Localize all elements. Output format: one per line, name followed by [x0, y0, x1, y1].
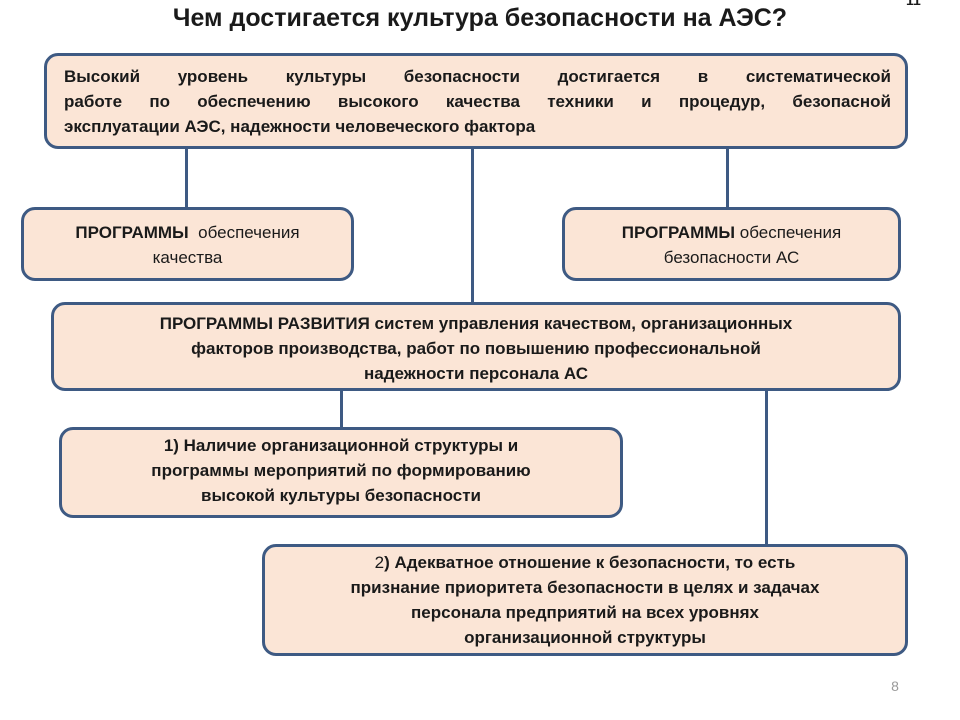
page-number: 8 — [891, 678, 899, 694]
item-2-line-2: признание приоритета безопасности в целя… — [350, 578, 820, 597]
development-box-line-2: факторов производства, работ по повышени… — [191, 339, 761, 358]
item-1-box: 1) Наличие организационной структуры и п… — [59, 427, 623, 518]
connector-top-to-safety — [726, 146, 729, 209]
top-box-line-3: эксплуатации АЭС, надежности человеческо… — [64, 117, 536, 136]
development-box-line-3: надежности персонала АС — [364, 364, 588, 383]
development-programs-box: ПРОГРАММЫ РАЗВИТИЯ систем управления кач… — [51, 302, 901, 391]
item-1-line-1: 1) Наличие организационной структуры и — [163, 436, 519, 455]
item-2-line-3: персонала предприятий на всех уровнях — [411, 603, 759, 622]
quality-box-line-2: качества — [152, 248, 223, 267]
safety-box-line-2: безопасности АС — [663, 248, 800, 267]
item-2-line-1: 2) Адекватное отношение к безопасности, … — [374, 553, 796, 572]
item-1-line-2: программы мероприятий по формированию — [151, 461, 531, 480]
item-1-line-3: высокой культуры безопасности — [201, 486, 481, 505]
safety-programs-box: ПРОГРАММЫ обеспечения безопасности АС — [562, 207, 901, 281]
top-box-line-2: работе по обеспечению высокого качества … — [64, 92, 891, 111]
connector-top-to-development — [471, 146, 474, 304]
top-summary-box: Высокий уровень культуры безопасности до… — [44, 53, 908, 149]
corner-mark: 11 — [906, 0, 921, 8]
connector-development-to-item1 — [340, 370, 343, 430]
connector-top-to-quality — [185, 146, 188, 208]
safety-box-line-1: ПРОГРАММЫ обеспечения — [621, 223, 842, 242]
item-2-box: 2) Адекватное отношение к безопасности, … — [262, 544, 908, 656]
page-title: Чем достигается культура безопасности на… — [172, 4, 788, 32]
connector-development-to-item2 — [765, 376, 768, 548]
development-box-line-1: ПРОГРАММЫ РАЗВИТИЯ систем управления кач… — [159, 314, 793, 333]
quality-programs-box: ПРОГРАММЫ обеспечения качества — [21, 207, 354, 281]
item-2-line-4: организационной структуры — [464, 628, 706, 647]
quality-box-line-1: ПРОГРАММЫ обеспечения — [75, 223, 300, 242]
top-box-line-1: Высокий уровень культуры безопасности до… — [64, 67, 891, 86]
